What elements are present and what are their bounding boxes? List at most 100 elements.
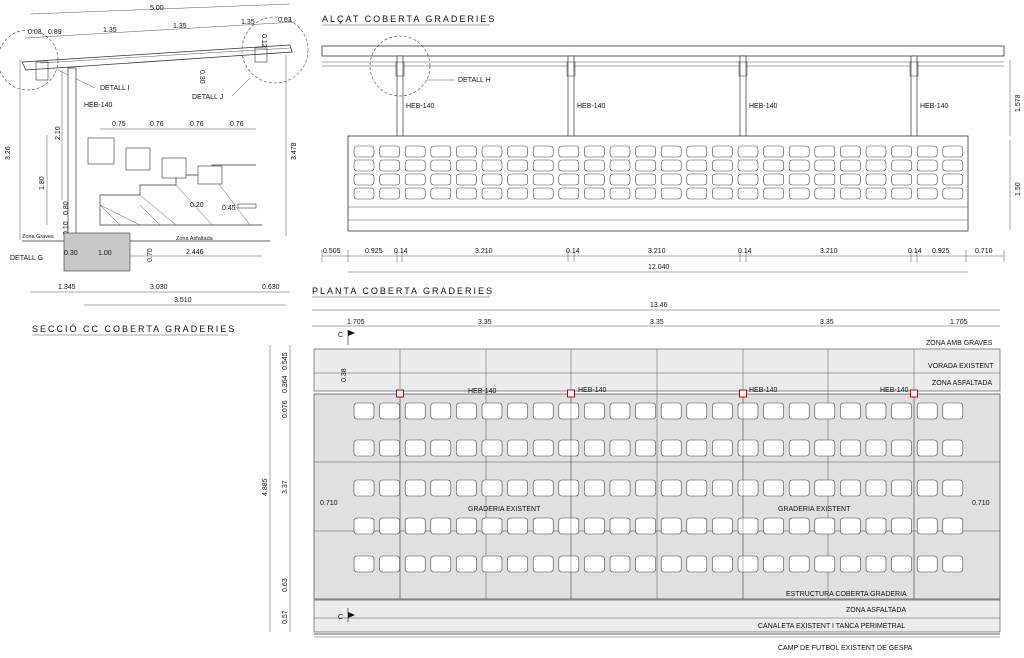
dim-section-f: 0.03 (278, 17, 292, 24)
elev-seat (891, 145, 912, 158)
elev-seat (379, 173, 400, 186)
elev-seat (865, 159, 887, 172)
dim-step-3: 0.76 (190, 121, 204, 128)
plan-column-marker (396, 389, 404, 398)
plan-seat (532, 517, 554, 535)
elev-seat (430, 145, 452, 158)
elev-dim-label: 3.210 (820, 248, 838, 255)
plan-column-marker (910, 389, 918, 398)
elev-seat (558, 145, 580, 158)
dim-right-total: 3.478 (291, 142, 298, 160)
elev-seat (660, 159, 682, 172)
elev-seat (430, 159, 452, 172)
plan-seat (584, 439, 605, 457)
plan-seat (507, 479, 528, 497)
elev-seat (737, 173, 759, 186)
elev-seat (404, 173, 426, 186)
plan-seat (916, 439, 938, 457)
plan-seat (558, 517, 580, 535)
plan-left-dim-4: 3.37 (282, 480, 289, 494)
elev-seat (942, 145, 964, 158)
dim-section-a: 0.03 (28, 29, 42, 36)
zone-graves-label: Zona Graves (22, 234, 54, 240)
camp-label: CAMP DE FUTBOL EXISTENT DE GESPA (778, 645, 913, 652)
elev-seat (891, 159, 912, 172)
plan-seat (507, 402, 528, 420)
plan-seat (737, 479, 759, 497)
plan-seat (891, 402, 912, 420)
plan-seat (379, 402, 400, 420)
elev-seat (712, 145, 733, 158)
elev-seat (609, 173, 631, 186)
plan-seat (635, 402, 656, 420)
elev-seat (456, 173, 477, 186)
plan-dim-3: 3.35 (650, 319, 664, 326)
elev-seat (353, 187, 375, 200)
dim-left-low: 0.80 (63, 201, 70, 215)
plan-seat (635, 439, 656, 457)
elev-seat (763, 173, 784, 186)
plan-left-dim-1: 0.545 (282, 352, 289, 370)
plan-column-label-2: HEB-140 (578, 387, 607, 394)
plan-seat (532, 555, 554, 573)
plan-seat (609, 555, 631, 573)
plan-seat (584, 402, 605, 420)
plan-seat (609, 517, 631, 535)
plan-seat (840, 517, 861, 535)
plan-seat (865, 517, 887, 535)
elev-seat (737, 145, 759, 158)
zone-asfaltada-top-label: ZONA ASFALTADA (932, 380, 992, 387)
elev-column-bracket (395, 61, 405, 77)
elev-seat (532, 187, 554, 200)
plan-seat (686, 402, 708, 420)
plan-seat (660, 555, 682, 573)
elev-column-label-1: HEB-140 (406, 103, 435, 110)
elev-seat (814, 173, 836, 186)
dim-section-e: 1.35 (241, 19, 255, 26)
elev-seat (686, 187, 708, 200)
elev-dim-seats: 1.50 (1015, 182, 1022, 196)
plan-dim-4: 3.35 (820, 319, 834, 326)
plan-column-label-1: HEB-140 (468, 388, 497, 395)
plan-seat (814, 402, 836, 420)
dim-step-4: 0.76 (230, 121, 244, 128)
plan-seat (686, 517, 708, 535)
plan-seat (916, 555, 938, 573)
plan-seat (635, 517, 656, 535)
elev-seat (481, 159, 503, 172)
detail-i-label: DETALL I (100, 85, 130, 92)
plan-seat (404, 402, 426, 420)
plan-seat (584, 555, 605, 573)
plan-seat (891, 517, 912, 535)
dim-base-c: 2.446 (186, 249, 204, 256)
plan-seat (660, 402, 682, 420)
dim-base-b: 1.00 (98, 250, 112, 257)
plan-seat (404, 555, 426, 573)
plan-seat (737, 402, 759, 420)
elev-seat (763, 159, 784, 172)
elev-seat (430, 173, 452, 186)
plan-dim-1: 1.705 (347, 319, 365, 326)
dim-step-1: 0.75 (112, 121, 126, 128)
elev-seat (942, 159, 964, 172)
plan-seat (635, 555, 656, 573)
graderia-label-1: GRADERIA EXISTENT (468, 506, 541, 513)
plan-seat (353, 402, 375, 420)
plan-seat (942, 517, 964, 535)
elev-seat (865, 187, 887, 200)
elev-dim-roof: 1.578 (1015, 94, 1022, 112)
plan-left-dim-3: 0.076 (282, 400, 289, 418)
plan-seat (763, 517, 784, 535)
dim-left-base: 0.10 (63, 221, 70, 235)
elev-seat (814, 159, 836, 172)
plan-seat (481, 517, 503, 535)
dim-bottom-a: 1.345 (58, 284, 76, 291)
elev-seat (916, 159, 938, 172)
elev-seat (584, 159, 605, 172)
plan-seat (584, 479, 605, 497)
plan-column-marker (567, 389, 575, 398)
plan-seat (788, 555, 810, 573)
dim-small-a: 0.20 (190, 202, 204, 209)
